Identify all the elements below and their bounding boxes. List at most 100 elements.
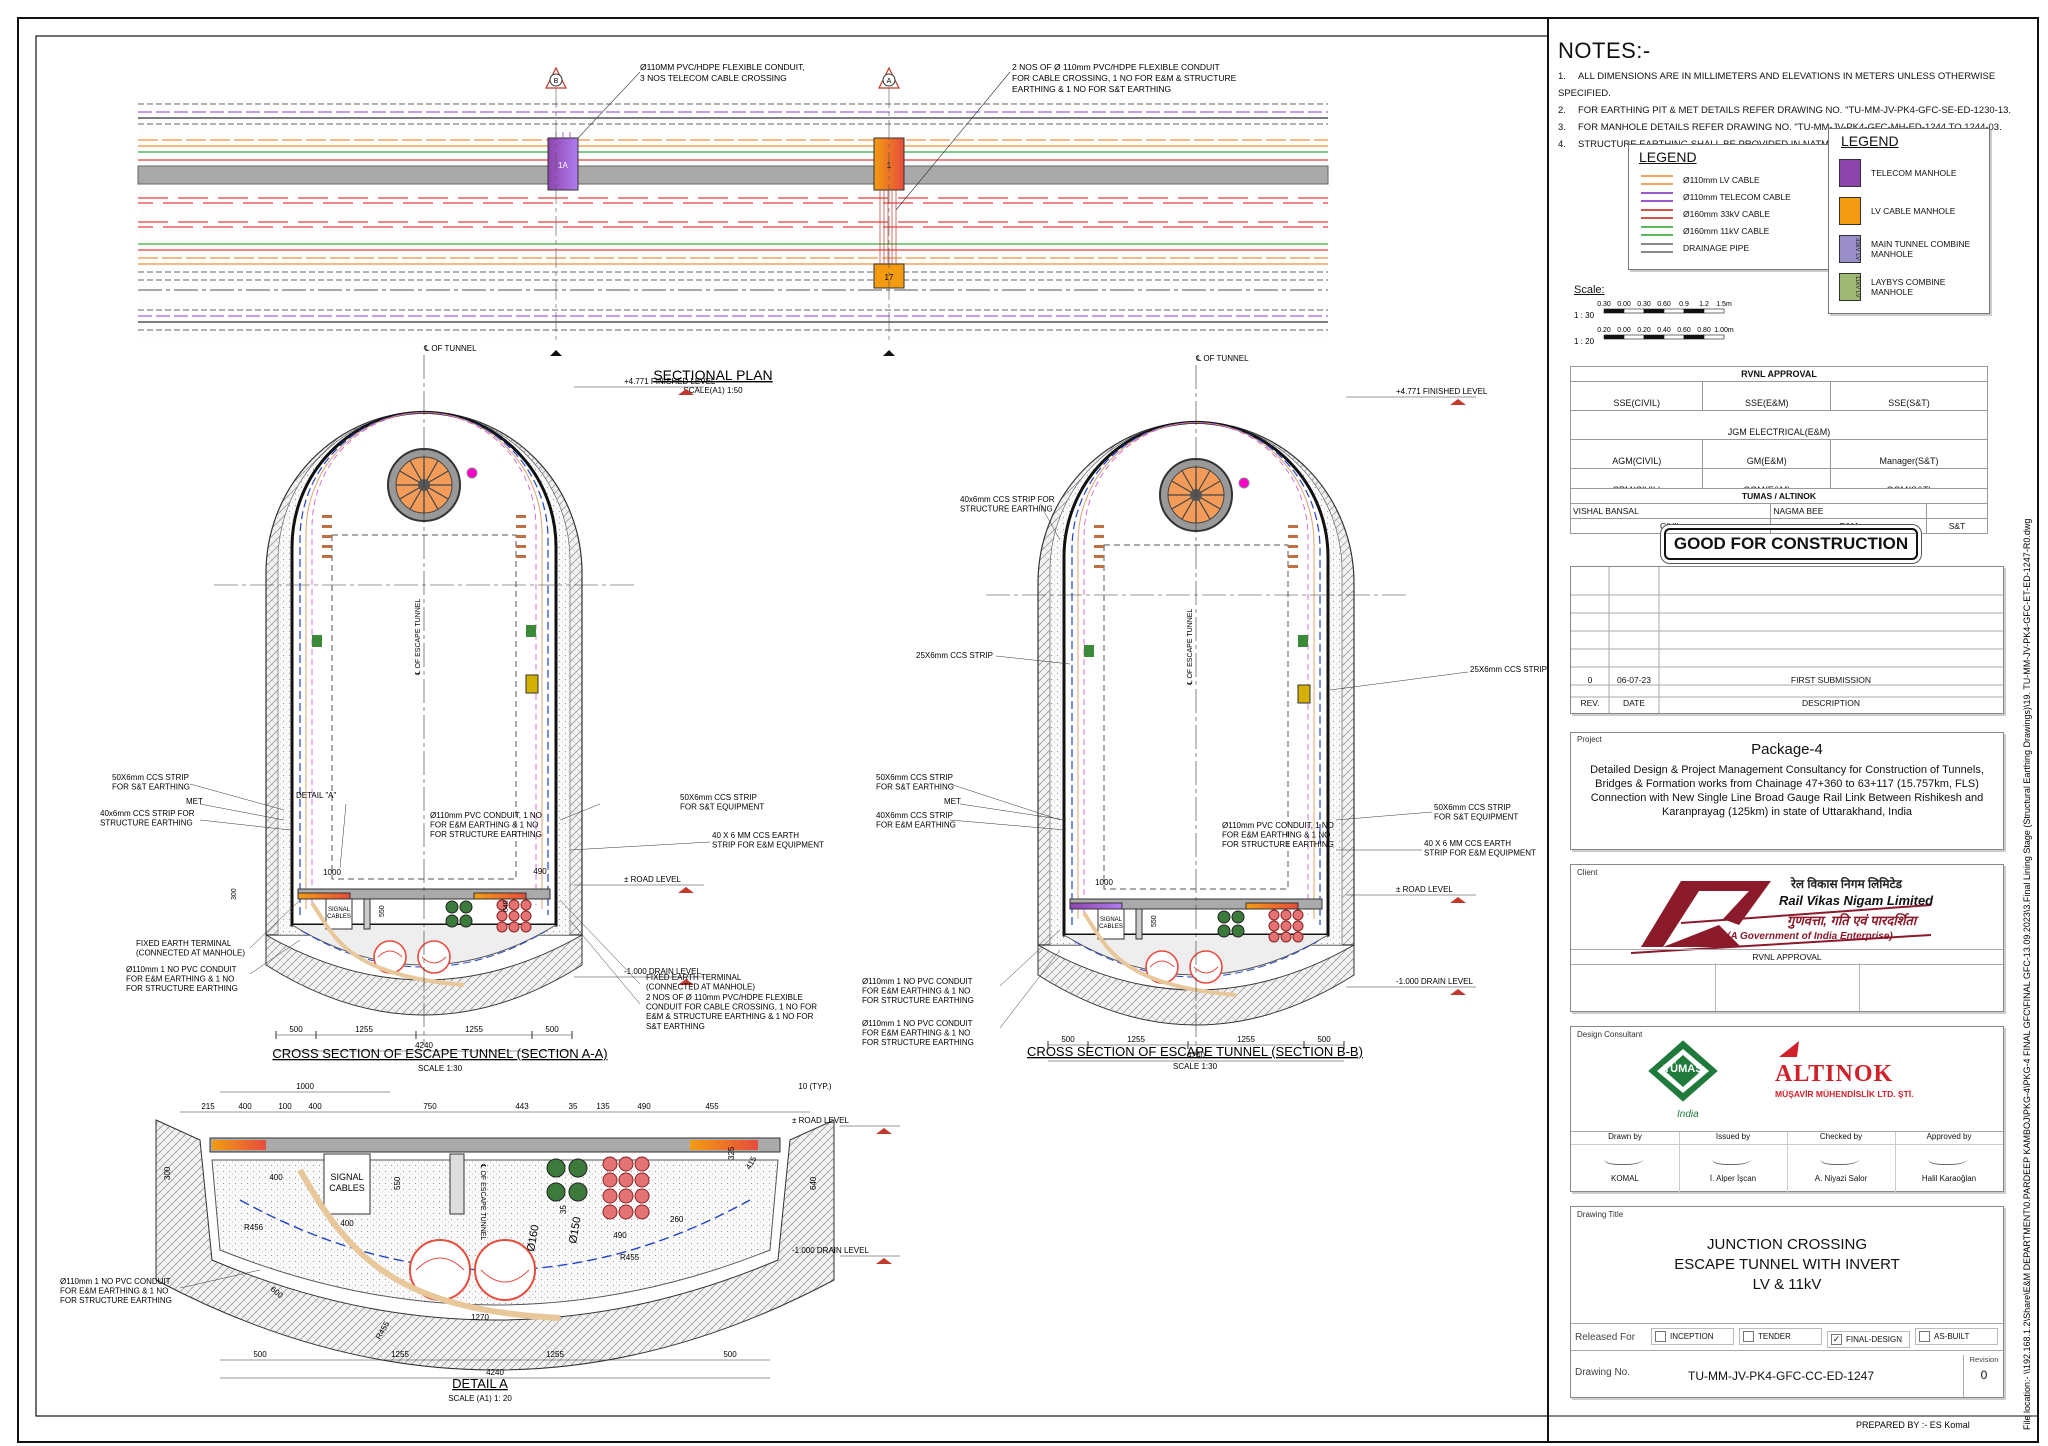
dimension: Ø150 (567, 1216, 583, 1245)
bb-label: 25X6mm CCS STRIP (1470, 665, 1547, 674)
svg-text:17: 17 (885, 273, 894, 282)
drawing-title-line3: LV & 11kV (1752, 1276, 1822, 1293)
dimension: R455 (620, 1253, 640, 1262)
signoff-name: A. Niyazi Salor (1814, 1174, 1868, 1183)
release-option-tender[interactable]: TENDER (1739, 1328, 1822, 1345)
dimension: 1000 (296, 1082, 314, 1091)
revision-cell: Revision 0 (1963, 1355, 2004, 1397)
sheet-border (17, 17, 2039, 1443)
svg-text:2 NOS OF Ø 110mm PVC/HDPE FLEX: 2 NOS OF Ø 110mm PVC/HDPE FLEXIBLE CONDU… (1012, 62, 1220, 72)
dimension: Ø160 (525, 1224, 541, 1253)
manhole-swatch: 33kV LV (1839, 235, 1861, 263)
signoff-name: Halil Karaoğlan (1921, 1174, 1977, 1183)
dimension: 400 (308, 1102, 322, 1111)
release-checkbox[interactable] (1743, 1331, 1754, 1342)
drawing-title-line1: JUNCTION CROSSING (1706, 1236, 1867, 1253)
drawing-title-label: Drawing Title (1577, 1210, 1624, 1219)
svg-text:SCALE 1:30: SCALE 1:30 (1173, 1062, 1218, 1071)
scale-title: Scale: (1574, 284, 1605, 296)
sectional-plan: 1A 1 17 B A Ø110MM PVC/HDPE FLEXIBLE CON… (137, 62, 1329, 395)
scale-segment (1703, 308, 1725, 314)
client-subtitle: (A Government of India Enterprise) (1727, 931, 1893, 942)
dimension: 500 (1317, 1035, 1331, 1044)
dimension: 1255 (1237, 1035, 1255, 1044)
scale-segment (1683, 334, 1705, 340)
road-level-label: ± ROAD LEVEL (624, 875, 681, 884)
dimension: 400 (340, 1219, 354, 1228)
section-aa-title: CROSS SECTION OF ESCAPE TUNNEL (SECTION … (272, 1046, 607, 1061)
cable-swatch (1641, 192, 1673, 202)
release-option-final-design[interactable]: ✓FINAL-DESIGN (1827, 1331, 1910, 1348)
revision-header-rev: REV. (1580, 698, 1600, 708)
svg-text:FOR CABLE CROSSING, 1 NO FOR E: FOR CABLE CROSSING, 1 NO FOR E&M & STRUC… (1012, 73, 1237, 83)
release-checkbox[interactable]: ✓ (1831, 1334, 1842, 1345)
signer-em: NAGMA BEE (1770, 503, 1928, 519)
release-option-inception[interactable]: INCEPTION (1651, 1328, 1734, 1345)
revision-header-desc: DESCRIPTION (1801, 698, 1861, 708)
approver-manager-st: Manager(S&T) (1829, 454, 1989, 469)
svg-text:SCALE (A1) 1: 20: SCALE (A1) 1: 20 (448, 1394, 512, 1403)
escape-centerline-label: ℄ OF ESCAPE TUNNEL (1187, 609, 1194, 686)
file-location: File location:- \\192.168.1.2\Share\E&M … (2022, 519, 2032, 1430)
dimension: 400 (238, 1102, 252, 1111)
dimension: 1255 (1127, 1035, 1145, 1044)
sectional-plan-title: SECTIONAL PLAN (653, 367, 772, 383)
release-checkbox[interactable] (1919, 1331, 1930, 1342)
dimension: 490 (637, 1102, 651, 1111)
aa-label: DETAIL "A" (296, 791, 337, 800)
svg-text:SCALE(A1) 1:50: SCALE(A1) 1:50 (683, 386, 743, 395)
approver-jgm: JGM ELECTRICAL(E&M) (1570, 425, 1988, 440)
scale-tick: 0.20 (1637, 327, 1651, 334)
cable-swatch (1641, 243, 1673, 253)
scale-tick: 0.60 (1677, 327, 1691, 334)
revision-number: 0 (1587, 675, 1593, 685)
dimension: 35 (569, 1102, 578, 1111)
dimension: 325 (727, 1146, 736, 1160)
signoff-name: İ. Alper İşcan (1709, 1174, 1757, 1183)
scale-segment (1603, 334, 1625, 340)
signer-st (1926, 503, 1988, 519)
cable-legend-item: Ø160mm 11kV CABLE (1641, 226, 1769, 236)
dimension: 260 (670, 1215, 684, 1224)
signature-mark (1926, 1150, 1972, 1165)
scale-tick: 1.00m (1714, 327, 1734, 334)
revision-date: 06-07-23 (1616, 675, 1652, 685)
client-block: Client रेल विकास निगम लिमिटेड Rail Vikas… (1570, 864, 2004, 1012)
escape-centerline-label: ℄ OF ESCAPE TUNNEL (479, 1163, 486, 1240)
revision-label: Revision (1969, 1355, 1999, 1364)
drawing-no-label: Drawing No. (1575, 1367, 1631, 1378)
scale-tick: 0.00 (1617, 301, 1631, 308)
signature-mark (1710, 1150, 1756, 1165)
scale-tick: 0.30 (1597, 301, 1611, 308)
signoff-header: Drawn by (1608, 1132, 1642, 1141)
dimension: 490 (533, 867, 547, 876)
scale-tick: 0.80 (1697, 327, 1711, 334)
scale-tick: 0.60 (1657, 301, 1671, 308)
consultant-label: Design Consultant (1577, 1030, 1643, 1039)
release-option-as-built[interactable]: AS-BUILT (1915, 1328, 1998, 1345)
dimension: 300 (231, 888, 238, 900)
client-approval-area (1571, 963, 2003, 1011)
dimension: 640 (809, 1176, 818, 1190)
tunnel-centerline-label: ℄ OF TUNNEL (423, 344, 477, 353)
dimension: 10 (TYP.) (798, 1082, 832, 1091)
release-checkbox[interactable] (1655, 1331, 1666, 1342)
dimension: 4240 (486, 1368, 504, 1377)
section-marker-a: A (878, 66, 900, 89)
approver-sse-em: SSE(E&M) (1702, 396, 1831, 411)
scale-segment (1683, 308, 1705, 314)
scale-tick: 1.2 (1699, 301, 1709, 308)
level-label: ± ROAD LEVEL (792, 1116, 849, 1125)
finished-level-label: +4.771 FINISHED LEVEL (624, 377, 716, 386)
telecom-manhole-1a (547, 137, 579, 191)
